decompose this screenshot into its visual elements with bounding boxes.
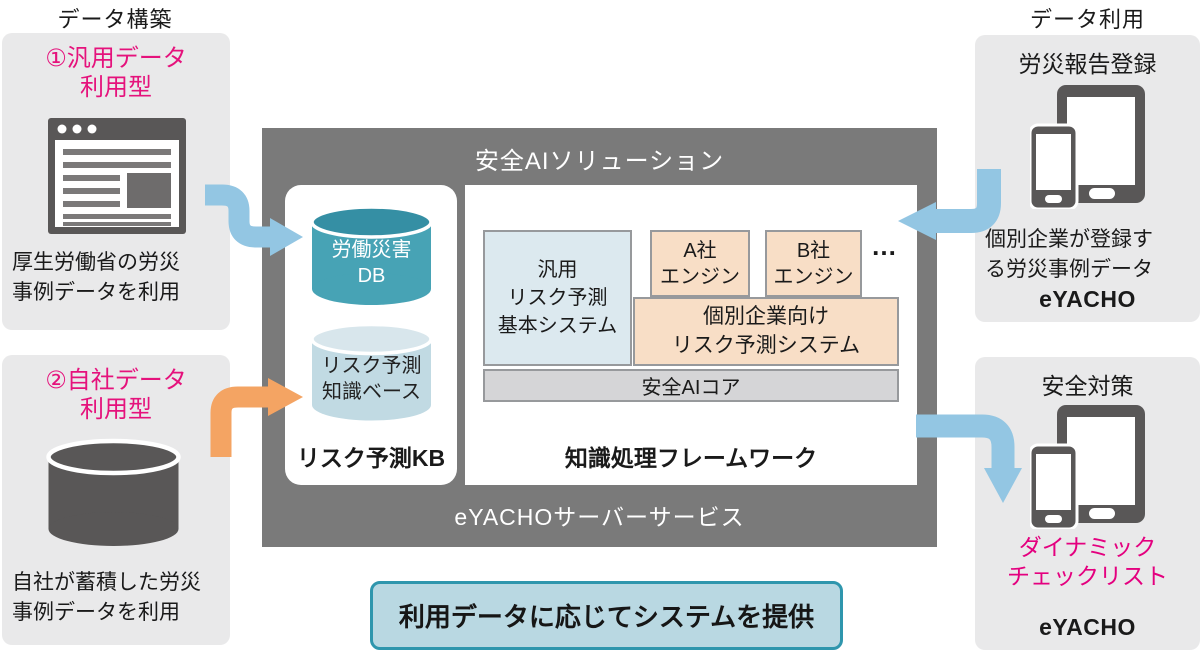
general-data-caption: 厚生労働省の労災 事例データを利用 [12,251,180,305]
labor-accident-db-label: 労働災害 DB [331,239,412,287]
own-data-box: ②自社データ 利用型 自社が蓄積した労災 事例データを利用 [2,355,230,645]
knowledge-base-cylinder [310,323,433,421]
labor-accident-db-cylinder [310,205,433,305]
general-data-title: ①汎用データ 利用型 [45,45,187,102]
safety-ai-core-box: 安全AIコア [483,369,899,402]
company-b-engine-box: B社 エンジン [765,230,862,297]
tablet-phone-icon [1030,85,1145,209]
more-engines-ellipsis: … [871,231,898,261]
tablet-phone-icon [1030,405,1145,529]
provision-banner: 利用データに応じてシステムを提供 [370,581,843,650]
accident-report-title: 労災報告登録 [1018,51,1157,77]
safety-measures-title: 安全対策 [1041,373,1134,399]
eyacho-brand-bottom: eYACHO [1039,614,1136,640]
knowledge-framework-panel: 汎用 リスク予測 基本システム A社 エンジン B社 エンジン … 個別企業向け… [465,185,917,485]
solution-title: 安全AIソリューション [474,148,725,175]
column-header-data-construction: データ構築 [57,7,173,32]
dynamic-checklist-label: ダイナミック チェックリスト [1007,534,1168,589]
eyacho-brand-top: eYACHO [1039,286,1136,312]
eyacho-server-service-label: eYACHOサーバーサービス [454,504,745,530]
individual-company-system-box: 個別企業向け リスク予測システム [633,297,899,366]
general-risk-system-box: 汎用 リスク予測 基本システム [483,230,632,366]
safety-ai-solution-box: 安全AIソリューション 労働災害 DB リスク予測 知識ベース リスク予測KB … [262,128,937,547]
browser-icon [48,118,186,234]
knowledge-base-label: リスク予測 知識ベース [321,355,422,403]
own-data-caption: 自社が蓄積した労災 事例データを利用 [12,571,201,625]
safety-measures-box: 安全対策 ダイナミック チェックリスト eYACHO [975,357,1200,650]
own-data-title: ②自社データ 利用型 [45,367,187,424]
accident-report-caption: 個別企業が登録す る労災事例データ [985,228,1153,282]
database-icon [46,438,181,546]
column-header-data-usage: データ利用 [1029,7,1145,32]
framework-panel-label: 知識処理フレームワーク [564,445,818,471]
company-a-engine-box: A社 エンジン [650,230,750,297]
general-data-box: ①汎用データ 利用型 厚生労働省の労災 事例データを利用 [2,33,230,330]
kb-panel-label: リスク予測KB [296,445,446,471]
accident-report-box: 労災報告登録 個別企業が登録す る労災事例データ eYACHO [975,35,1200,322]
risk-prediction-kb-panel: 労働災害 DB リスク予測 知識ベース リスク予測KB [285,185,457,485]
